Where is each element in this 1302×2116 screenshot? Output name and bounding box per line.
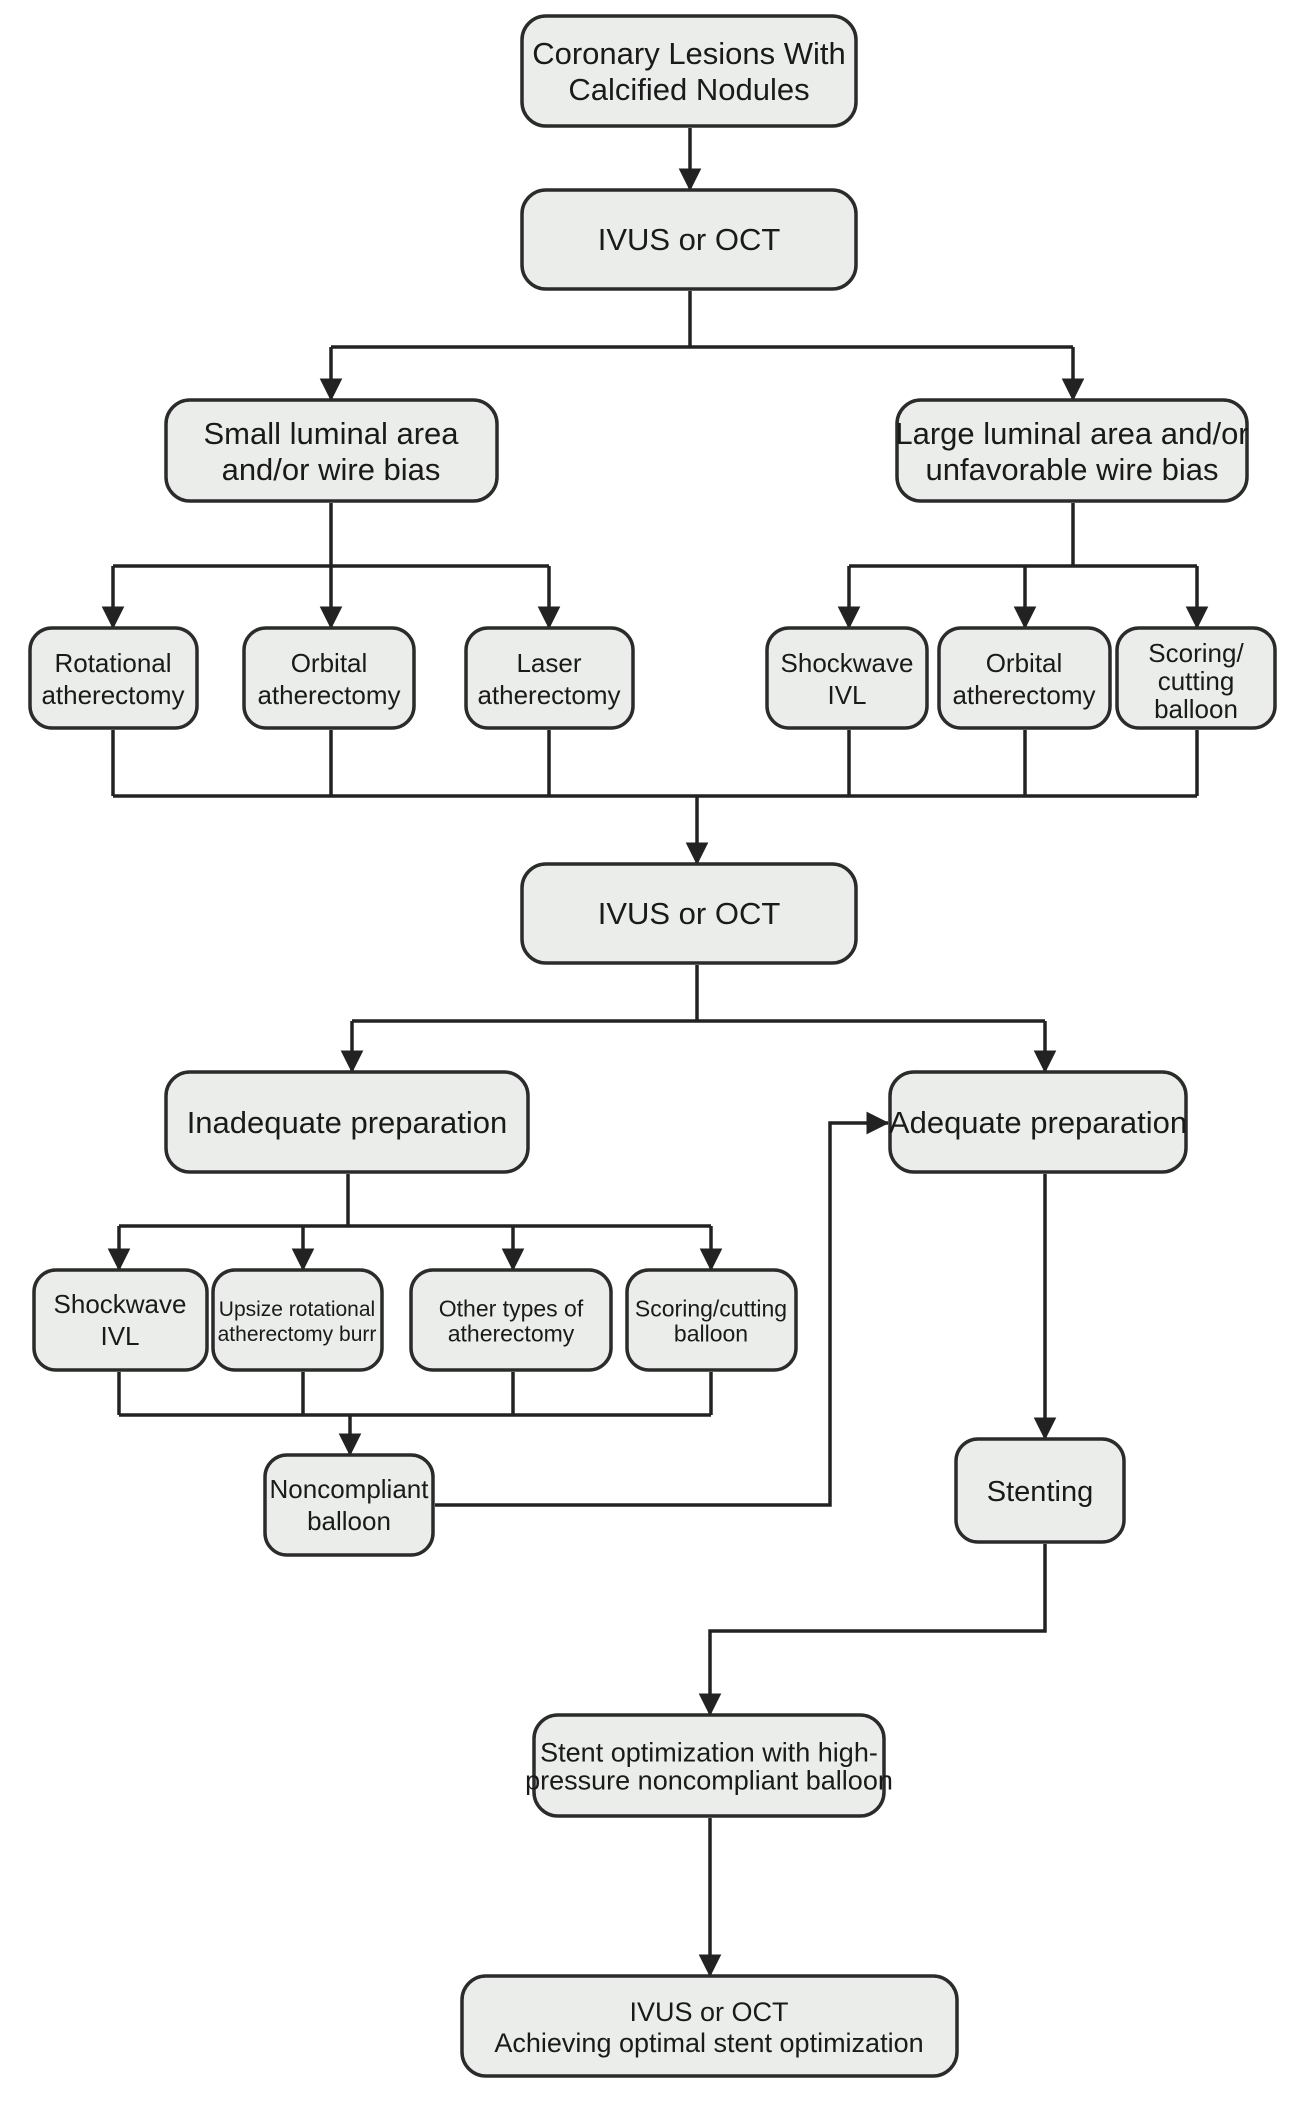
node-label-line: IVUS or OCT: [629, 1997, 788, 2027]
node-label-line: Large luminal area and/or: [895, 416, 1248, 451]
node-imaging-1: IVUS or OCT: [520, 188, 858, 291]
node-adequate-preparation-label: Adequate preparation: [889, 1105, 1187, 1140]
node-label-line: Stenting: [987, 1476, 1093, 1508]
node-label-line: IVL: [100, 1321, 139, 1351]
node-label-line: atherectomy: [257, 680, 400, 710]
node-label-line: IVUS or OCT: [598, 222, 781, 257]
arrow-stenting-to-optimization: [698, 1544, 1047, 1717]
node-label-line: Noncompliant: [270, 1474, 430, 1504]
arrow-noncompliant-to-adequate: [435, 1111, 890, 1507]
node-label-line: Calcified Nodules: [568, 72, 809, 107]
node-label-line: Other types of: [439, 1296, 584, 1322]
node-label-line: Orbital: [291, 648, 368, 678]
node-stenting: Stenting: [954, 1437, 1126, 1544]
node-label-line: balloon: [674, 1321, 748, 1347]
node-label-line: Orbital: [986, 648, 1063, 678]
node-label-line: Upsize rotational: [219, 1298, 375, 1321]
node-label-line: atherectomy: [448, 1321, 575, 1347]
node-label-line: Small luminal area: [204, 416, 460, 451]
node-inadequate-preparation-label: Inadequate preparation: [187, 1105, 508, 1140]
node-label-line: Scoring/: [1148, 638, 1244, 668]
node-label-line: IVUS or OCT: [598, 896, 781, 931]
node-label-line: pressure noncompliant balloon: [525, 1766, 893, 1796]
node-label-line: Scoring/cutting: [635, 1296, 787, 1322]
node-label-line: atherectomy: [477, 680, 620, 710]
node-label-line: Coronary Lesions With: [532, 36, 846, 71]
node-label-line: and/or wire bias: [222, 452, 441, 487]
node-inadequate-preparation: Inadequate preparation: [164, 1070, 530, 1174]
node-adequate-preparation: Adequate preparation: [888, 1070, 1188, 1174]
node-label-line: atherectomy burr: [218, 1323, 377, 1346]
node-stent-optimization-label: Stent optimization with high-pressure no…: [525, 1738, 893, 1796]
node-label-line: Achieving optimal stent optimization: [494, 2028, 923, 2058]
node-label-line: Adequate preparation: [889, 1105, 1187, 1140]
node-label-line: atherectomy: [41, 680, 184, 710]
node-label-line: Shockwave: [781, 648, 914, 678]
node-stent-optimization: Stent optimization with high-pressure no…: [525, 1713, 893, 1818]
node-stenting-label: Stenting: [987, 1476, 1093, 1508]
node-imaging-1-label: IVUS or OCT: [598, 222, 781, 257]
node-imaging-2-label: IVUS or OCT: [598, 896, 781, 931]
connectors: [101, 128, 1209, 1978]
node-label-line: Inadequate preparation: [187, 1105, 508, 1140]
node-label-line: balloon: [1154, 694, 1238, 724]
node-label-line: cutting: [1158, 666, 1235, 696]
node-label-line: Laser: [516, 648, 581, 678]
node-label-line: Shockwave: [54, 1289, 187, 1319]
node-label-line: IVL: [827, 680, 866, 710]
node-label-line: balloon: [307, 1506, 391, 1536]
node-label-line: Rotational: [54, 648, 171, 678]
node-imaging-2: IVUS or OCT: [520, 862, 858, 965]
node-label-line: unfavorable wire bias: [926, 452, 1219, 487]
node-label-line: atherectomy: [952, 680, 1095, 710]
node-label-line: Stent optimization with high-: [540, 1738, 878, 1768]
